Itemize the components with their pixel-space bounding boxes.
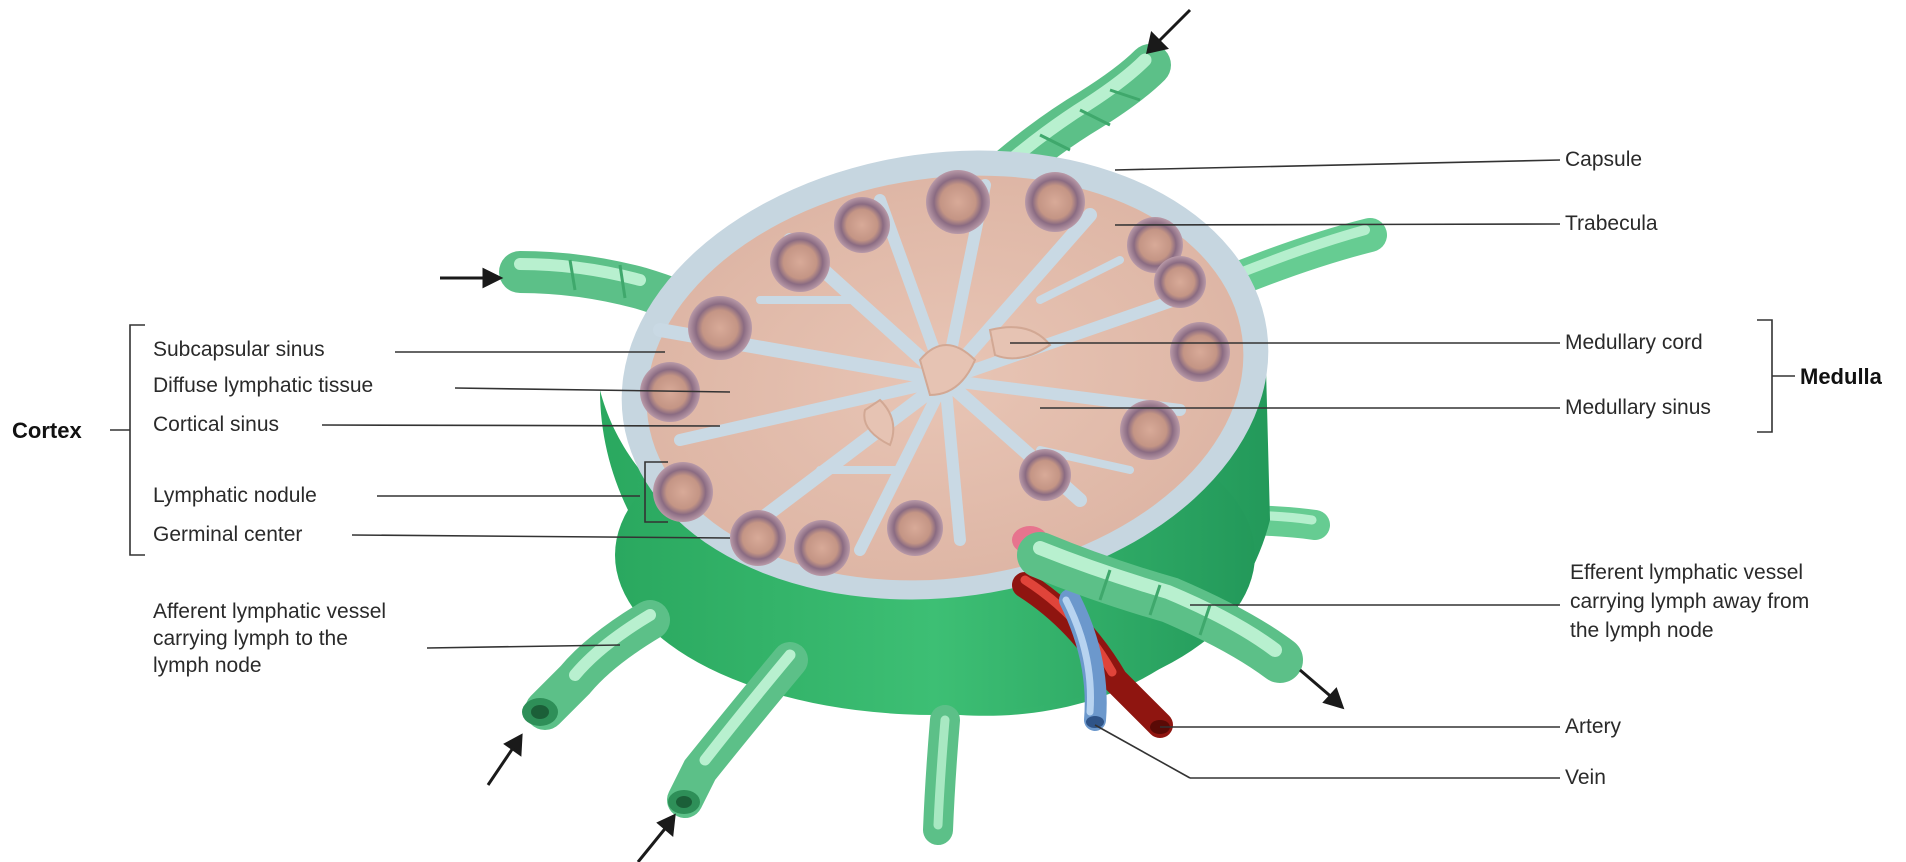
label-artery: Artery [1565, 715, 1621, 739]
label-cortical-sinus: Cortical sinus [153, 413, 279, 437]
label-capsule: Capsule [1565, 148, 1642, 172]
label-medullary-sinus: Medullary sinus [1565, 396, 1711, 420]
afferent-line-2: carrying lymph to the [153, 625, 386, 652]
label-germinal-center: Germinal center [153, 523, 302, 547]
cortex-group-label: Cortex [12, 419, 82, 443]
afferent-line-3: lymph node [153, 652, 386, 679]
efferent-line-1: Efferent lymphatic vessel [1570, 558, 1809, 587]
label-efferent-lymphatic-vessel: Efferent lymphatic vessel carrying lymph… [1570, 558, 1809, 645]
arrow-bottom-left-in [488, 736, 521, 785]
afferent-line-1: Afferent lymphatic vessel [153, 598, 386, 625]
label-vein: Vein [1565, 766, 1606, 790]
label-diffuse-lymphatic-tissue: Diffuse lymphatic tissue [153, 374, 373, 398]
medulla-group-label: Medulla [1800, 365, 1882, 389]
efferent-line-2: carrying lymph away from [1570, 587, 1809, 616]
label-lymphatic-nodule: Lymphatic nodule [153, 484, 317, 508]
label-subcapsular-sinus: Subcapsular sinus [153, 338, 325, 362]
arrow-top-in [1148, 10, 1190, 52]
arrow-left-in [440, 270, 500, 286]
label-trabecula: Trabecula [1565, 212, 1658, 236]
label-medullary-cord: Medullary cord [1565, 331, 1703, 355]
arrow-efferent-out [1300, 670, 1342, 707]
arrow-bottom-in [638, 816, 674, 862]
efferent-line-3: the lymph node [1570, 616, 1809, 645]
label-afferent-lymphatic-vessel: Afferent lymphatic vessel carrying lymph… [153, 598, 386, 679]
